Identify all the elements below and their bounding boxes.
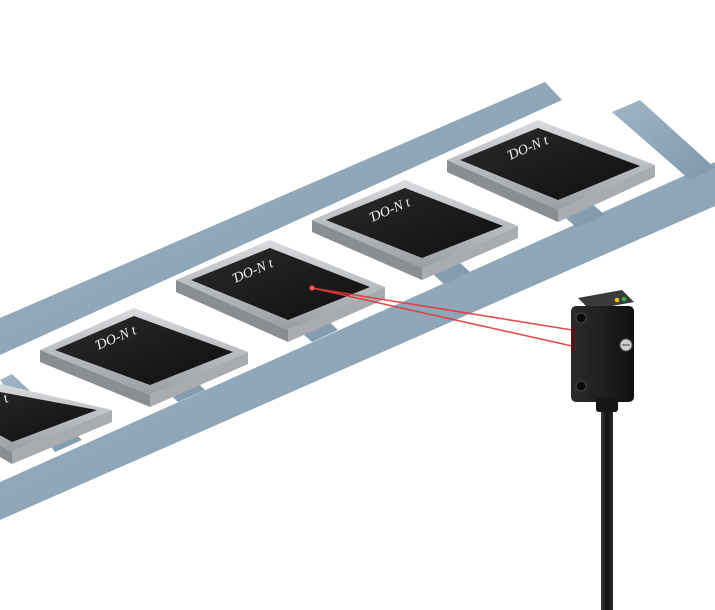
mounting-hole — [575, 380, 587, 392]
smd-chip-1: ƊO-N t — [447, 120, 655, 222]
smd-chip-4: ƊO-N t — [40, 308, 248, 407]
laser-spot — [309, 285, 315, 291]
mounting-hole — [575, 312, 587, 324]
smd-chip-3: ƊO-N t — [176, 240, 385, 342]
smd-chip-5: ƊO-N t — [0, 384, 112, 464]
carrier-tape-lower-rail — [0, 162, 715, 520]
indicator-led-green — [621, 296, 627, 302]
carrier-tape-upper-rail — [0, 82, 562, 355]
laser-beam-icon — [311, 287, 573, 347]
photoelectric-sensor-icon — [571, 290, 634, 412]
smd-chip-2: ƊO-N t — [312, 180, 518, 280]
sensor-cable — [601, 408, 613, 610]
sensor-lens — [571, 326, 575, 352]
indicator-led-yellow — [614, 297, 620, 303]
chip-marking: ƊO-N t — [0, 391, 12, 422]
